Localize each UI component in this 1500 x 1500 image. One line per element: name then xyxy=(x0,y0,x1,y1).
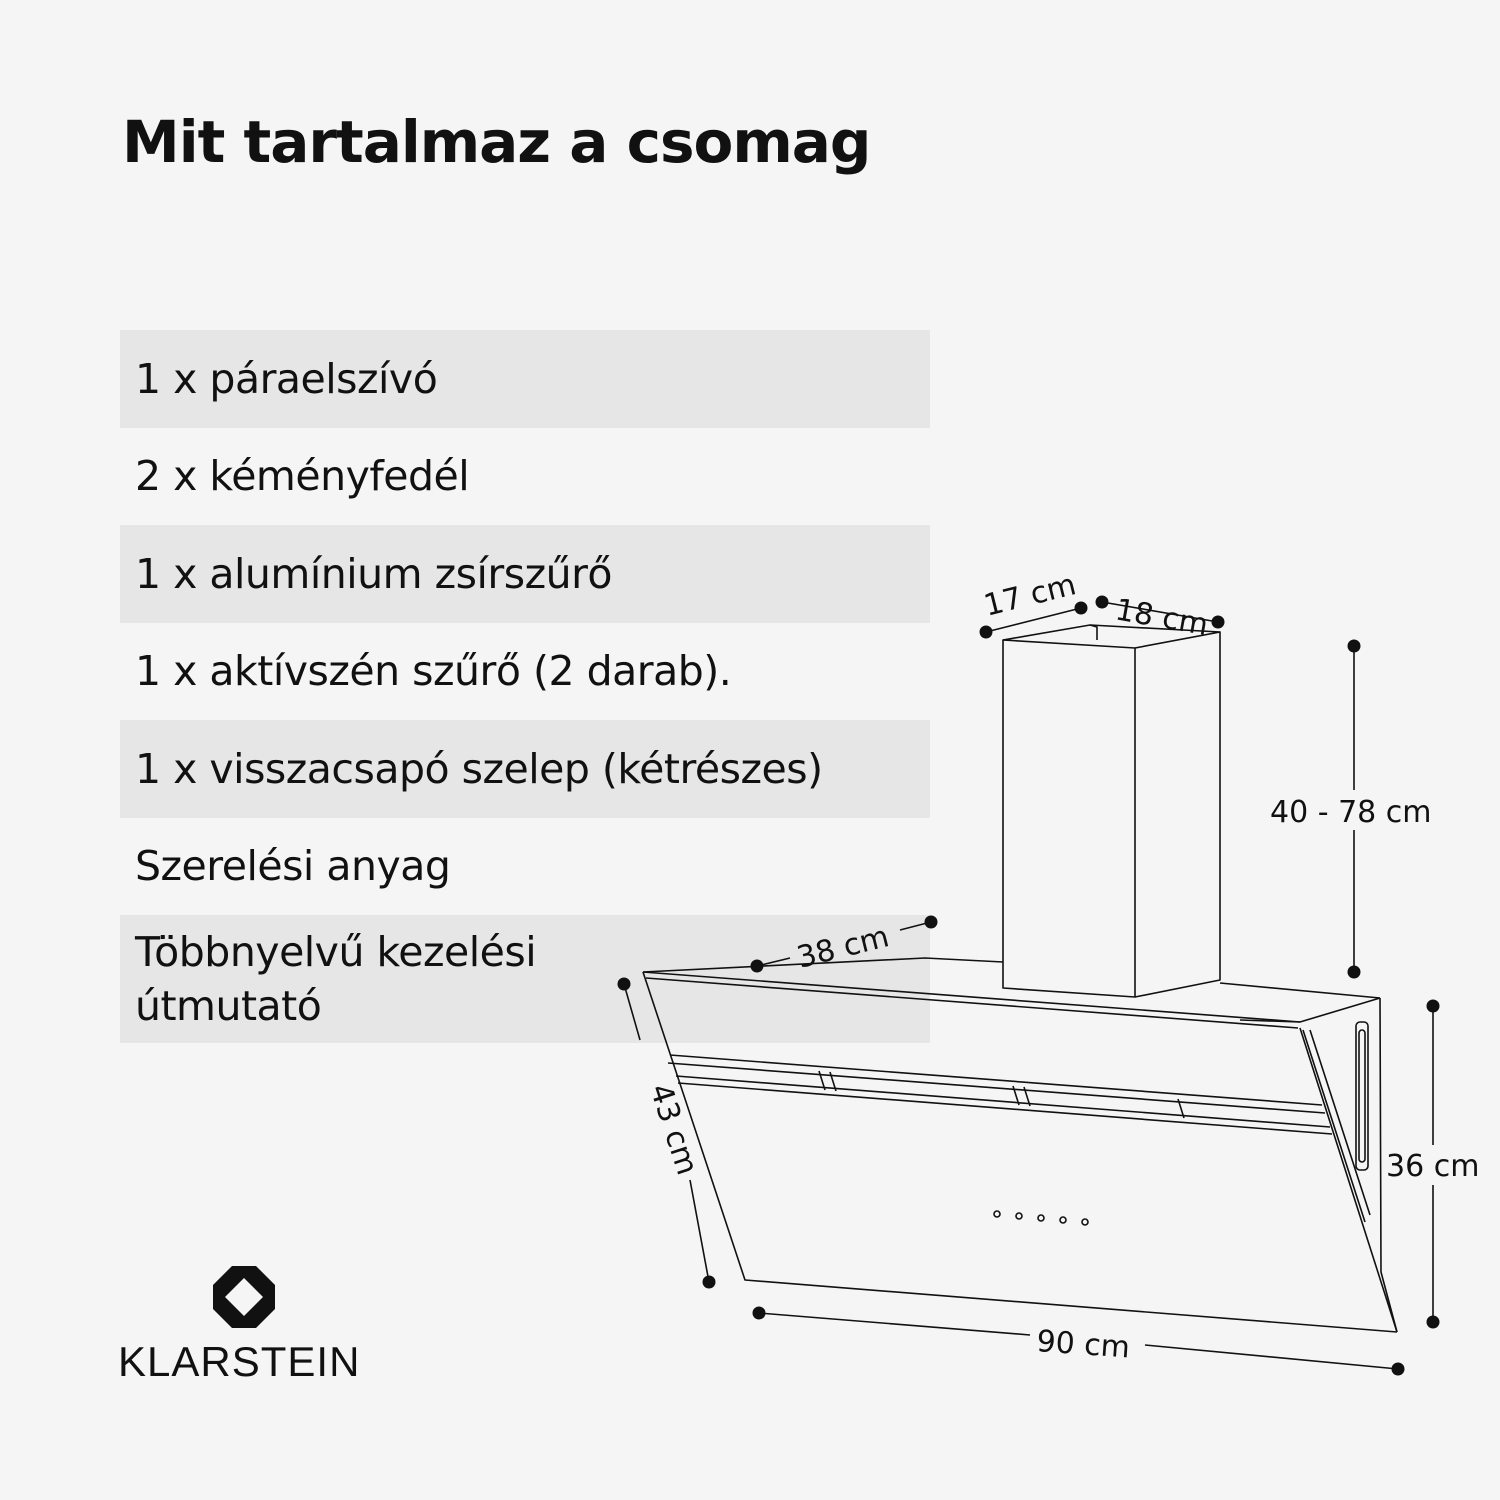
dim-hood-depth: 38 cm xyxy=(793,919,892,976)
hood-outline xyxy=(642,624,1398,1333)
list-item-label: 1 x aktívszén szűrő (2 darab). xyxy=(135,647,732,696)
list-item-label: 1 x visszacsapó szelep (kétrészes) xyxy=(135,744,823,793)
brand-name: KLARSTEIN xyxy=(118,1338,361,1385)
dim-width: 90 cm xyxy=(1035,1324,1131,1365)
dimension-lines xyxy=(623,601,1434,1370)
dim-chimney-depth: 17 cm xyxy=(980,567,1079,624)
list-item-label: 1 x alumínium zsírszűrő xyxy=(135,549,613,598)
dim-chimney-height: 40 - 78 cm xyxy=(1270,795,1432,830)
page-title: Mit tartalmaz a csomag xyxy=(122,108,871,176)
list-item: 2 x kéményfedél xyxy=(120,428,930,526)
list-item: 1 x aktívszén szűrő (2 darab). xyxy=(120,623,930,721)
list-item: 1 x visszacsapó szelep (kétrészes) xyxy=(120,720,930,818)
dim-chimney-width: 18 cm xyxy=(1113,592,1211,643)
list-item-label: Többnyelvű kezelési útmutató xyxy=(135,928,537,1030)
package-contents-list: 1 x páraelszívó 2 x kéményfedél 1 x alum… xyxy=(120,330,930,1043)
list-item-label: 1 x páraelszívó xyxy=(135,354,438,403)
list-item: Szerelési anyag xyxy=(120,818,930,916)
list-item: 1 x alumínium zsírszűrő xyxy=(120,525,930,623)
list-item: Többnyelvű kezelési útmutató xyxy=(120,915,930,1043)
list-item: 1 x páraelszívó xyxy=(120,330,930,428)
dimension-endpoints xyxy=(617,595,1440,1376)
list-item-label: 2 x kéményfedél xyxy=(135,452,470,501)
list-item-label: Szerelési anyag xyxy=(135,842,451,891)
klarstein-diamond-logo-icon xyxy=(213,1266,275,1328)
dim-side-height: 36 cm xyxy=(1386,1149,1479,1184)
